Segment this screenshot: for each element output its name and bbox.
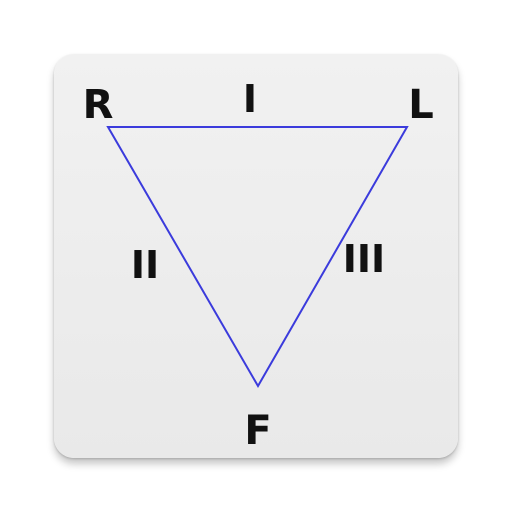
vertex-label-l: L [408, 82, 434, 128]
triangle [106, 126, 409, 389]
vertex-label-f: F [244, 408, 271, 454]
side-label-i: I [243, 77, 257, 121]
vertex-label-r: R [83, 82, 114, 128]
side-label-ii: II [131, 243, 159, 287]
side-label-iii: III [343, 237, 385, 281]
icon-tile [54, 54, 458, 458]
